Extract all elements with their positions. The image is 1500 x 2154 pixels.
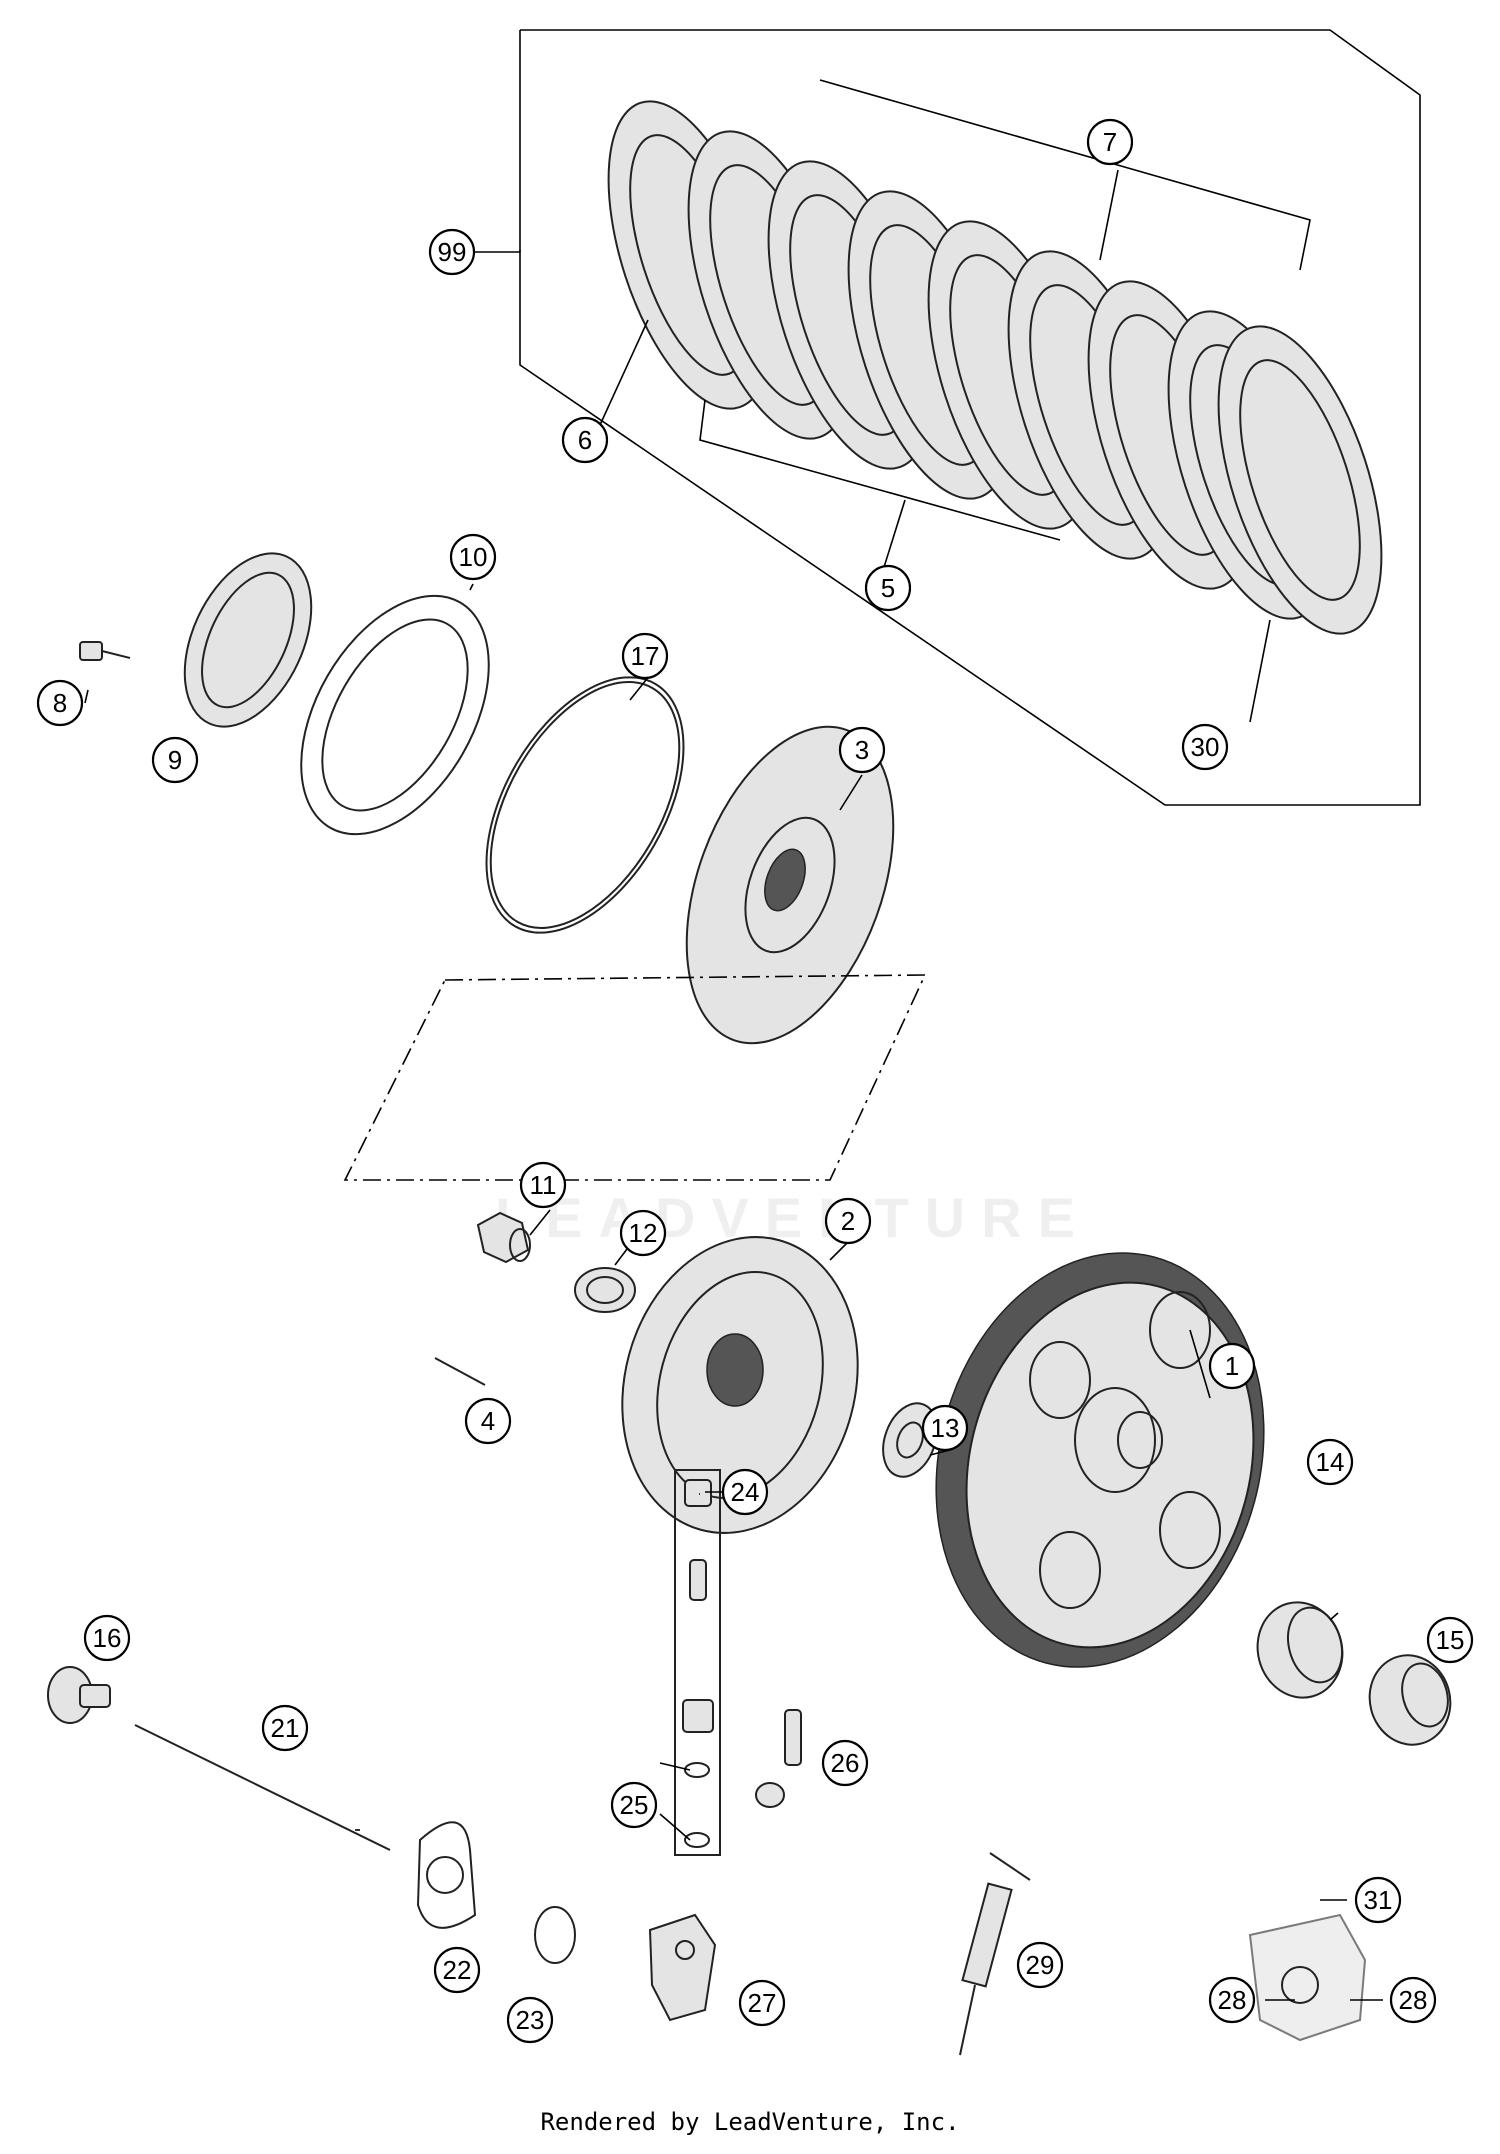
svg-text:24: 24: [731, 1477, 760, 1507]
svg-text:31: 31: [1364, 1885, 1393, 1915]
svg-text:7: 7: [1103, 127, 1117, 157]
svg-text:21: 21: [271, 1713, 300, 1743]
svg-text:3: 3: [855, 735, 869, 765]
bolt-part: [79, 641, 131, 661]
nut-part: [476, 1211, 531, 1264]
piston-part: [47, 1666, 111, 1724]
svg-text:28: 28: [1218, 1985, 1247, 2015]
callout-28-right: 28: [1389, 1976, 1437, 2024]
callout-1: 1: [1208, 1342, 1256, 1390]
callout-15: 15: [1426, 1616, 1474, 1664]
cover-part: [1248, 1913, 1367, 2042]
svg-text:4: 4: [481, 1406, 495, 1436]
callout-24: 24: [721, 1468, 769, 1516]
clutch-basket-gear-part: [935, 1252, 1265, 1668]
svg-text:13: 13: [931, 1413, 960, 1443]
lock-washer-part: [574, 1267, 636, 1313]
callout-25: 25: [610, 1781, 658, 1829]
pressure-plate-part: [685, 725, 895, 1045]
svg-text:27: 27: [748, 1988, 777, 2018]
clutch-plate-last: [1217, 325, 1383, 635]
callout-6: 6: [561, 416, 609, 464]
callout-27: 27: [738, 1979, 786, 2027]
svg-text:5: 5: [881, 573, 895, 603]
callout-7: 7: [1086, 118, 1134, 166]
callout-28-left: 28: [1208, 1976, 1256, 2024]
clutch-plate-stack: [607, 100, 1383, 635]
watermark-text: LEADVENTURE: [495, 1186, 1092, 1249]
svg-text:12: 12: [629, 1218, 658, 1248]
pin-part: [434, 1357, 486, 1386]
thrust-bearing-part: [183, 552, 313, 728]
svg-text:8: 8: [53, 688, 67, 718]
bushing-part: [1256, 1601, 1344, 1699]
svg-text:2: 2: [841, 1206, 855, 1236]
callout-99: 99: [428, 228, 476, 276]
callout-26: 26: [821, 1739, 869, 1787]
callout-31: 31: [1354, 1876, 1402, 1924]
callout-5: 5: [864, 564, 912, 612]
callout-12: 12: [619, 1209, 667, 1257]
pressure-washer-part: [300, 594, 490, 836]
fitting-set-part: [674, 1469, 721, 1856]
banjo-fitting-part: [755, 1709, 802, 1808]
callout-16: 16: [83, 1614, 131, 1662]
sleeve-part: [1368, 1654, 1452, 1746]
svg-text:25: 25: [620, 1790, 649, 1820]
callout-22: 22: [433, 1946, 481, 1994]
kit-boundary: [519, 29, 1421, 806]
svg-text:17: 17: [631, 641, 660, 671]
callout-23: 23: [506, 1996, 554, 2044]
push-rod-part: [134, 1724, 391, 1851]
callout-29: 29: [1016, 1941, 1064, 1989]
inner-clutch-hub-part: [621, 1236, 859, 1534]
svg-text:15: 15: [1436, 1625, 1465, 1655]
callout-9: 9: [151, 736, 199, 784]
slave-cylinder-part: [648, 1913, 717, 2022]
callout-2: 2: [824, 1197, 872, 1245]
svg-text:28: 28: [1399, 1985, 1428, 2015]
svg-text:6: 6: [578, 425, 592, 455]
svg-text:9: 9: [168, 745, 182, 775]
gasket-part: [416, 1821, 477, 1929]
svg-text:16: 16: [93, 1623, 122, 1653]
svg-text:30: 30: [1191, 732, 1220, 762]
footer-credit: Rendered by LeadVenture, Inc.: [540, 2108, 960, 2136]
svg-text:23: 23: [516, 2005, 545, 2035]
svg-text:1: 1: [1225, 1351, 1239, 1381]
svg-text:99: 99: [438, 237, 467, 267]
o-ring-part: [534, 1906, 576, 1964]
callout-14: 14: [1306, 1438, 1354, 1486]
svg-text:11: 11: [530, 1170, 557, 1200]
callout-21: 21: [261, 1704, 309, 1752]
callout-10: 10: [449, 533, 497, 581]
callout-3: 3: [838, 726, 886, 774]
svg-text:10: 10: [459, 542, 488, 572]
grease-syringe-part: [959, 1852, 1031, 2056]
wire-ring-part: [485, 676, 685, 934]
callout-8: 8: [36, 679, 84, 727]
svg-text:29: 29: [1026, 1950, 1055, 1980]
callout-17: 17: [621, 632, 669, 680]
callout-11: 11: [519, 1161, 567, 1209]
callout-30: 30: [1181, 723, 1229, 771]
svg-text:22: 22: [443, 1955, 472, 1985]
leader-lines: [84, 251, 1383, 2001]
callout-4: 4: [464, 1397, 512, 1445]
svg-text:26: 26: [831, 1748, 860, 1778]
svg-text:14: 14: [1316, 1447, 1345, 1477]
callout-13: 13: [921, 1404, 969, 1452]
